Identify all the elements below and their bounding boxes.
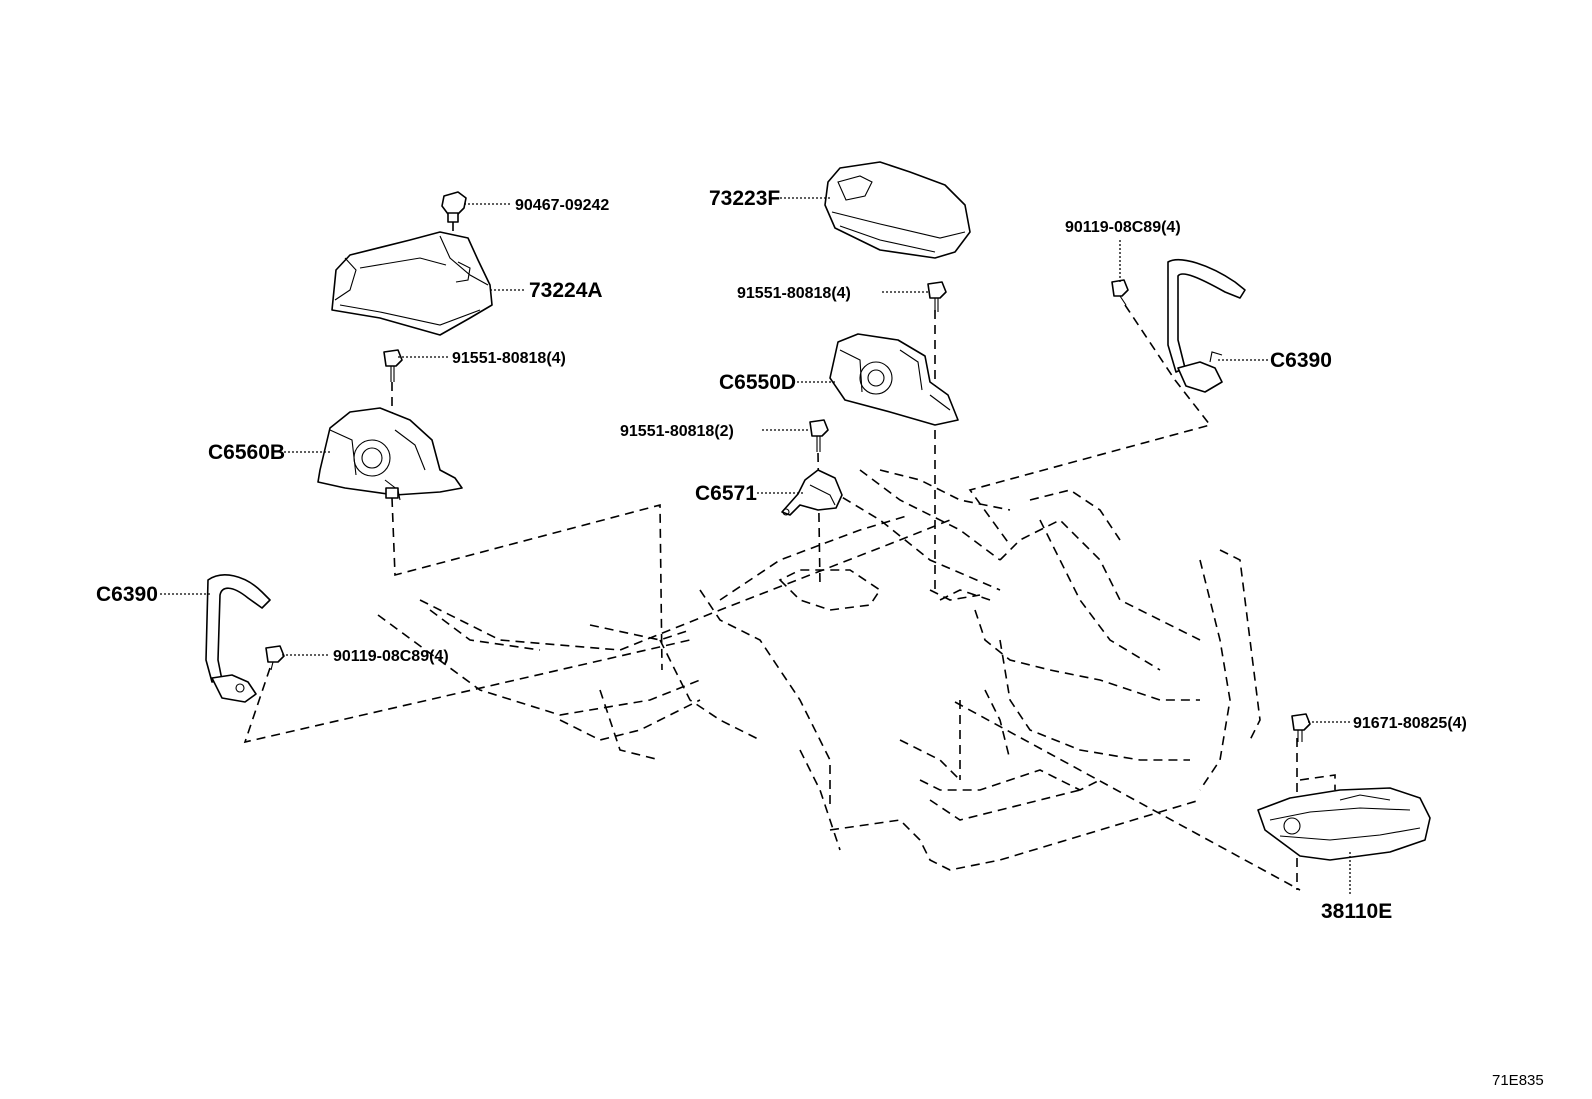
label-C6390-right: C6390 bbox=[1270, 349, 1332, 372]
cover-73223F bbox=[824, 161, 971, 259]
hose-C6390-right bbox=[1111, 258, 1246, 393]
label-91671-80825: 91671-80825(4) bbox=[1353, 715, 1467, 732]
hose-C6390-left bbox=[205, 574, 271, 703]
label-90467-09242: 90467-09242 bbox=[515, 197, 609, 214]
bracket-C6550D bbox=[829, 333, 959, 426]
leader-lines bbox=[160, 197, 1351, 895]
label-73224A: 73224A bbox=[529, 279, 603, 302]
bracket-C6571 bbox=[781, 469, 843, 516]
label-C6390-left: C6390 bbox=[96, 583, 158, 606]
cover-73224A bbox=[331, 231, 493, 336]
label-73223F: 73223F bbox=[709, 187, 780, 210]
vehicle-floor-outline bbox=[377, 469, 1261, 871]
label-91551-80818-2: 91551-80818(2) bbox=[620, 423, 734, 440]
label-90119-08C89-left: 90119-08C89(4) bbox=[333, 648, 449, 665]
bolt-91551-C6571 bbox=[809, 419, 829, 452]
label-91551-80818-left: 91551-80818(4) bbox=[452, 350, 566, 367]
callout-labels: 90467-09242 73224A 73223F 91551-80818(4)… bbox=[96, 187, 1544, 1089]
label-C6550D: C6550D bbox=[719, 371, 796, 394]
bracket-C6560B bbox=[317, 407, 463, 501]
label-C6560B: C6560B bbox=[208, 441, 285, 464]
label-91551-80818-mid: 91551-80818(4) bbox=[737, 285, 851, 302]
bolt-91551-left bbox=[383, 349, 403, 415]
bolt-90119-left bbox=[265, 645, 285, 671]
label-38110E: 38110E bbox=[1321, 900, 1392, 923]
label-C6571: C6571 bbox=[695, 482, 757, 505]
label-90119-08C89-right: 90119-08C89(4) bbox=[1065, 219, 1181, 236]
diagram-reference-number: 71E835 bbox=[1492, 1072, 1544, 1089]
ecu-38110E bbox=[1257, 713, 1431, 861]
bolt-91551-mid bbox=[927, 281, 947, 312]
